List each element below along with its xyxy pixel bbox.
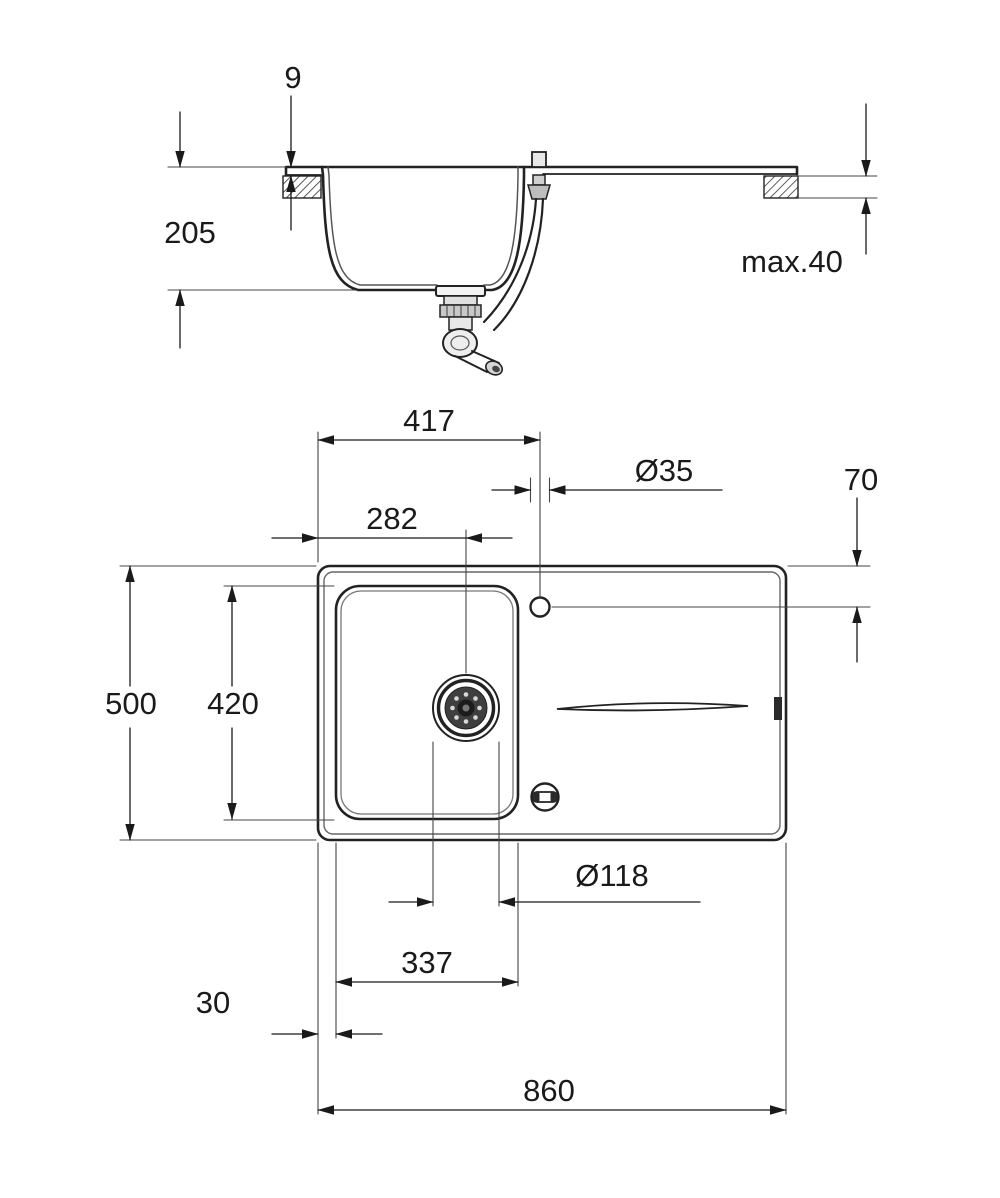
bowl-section-inner-wall xyxy=(327,166,519,286)
dim-label-edge-offset: 30 xyxy=(196,985,230,1020)
dim-tap-hole-diameter: Ø35 xyxy=(491,453,723,495)
dim-label-bowl-inner-depth: 420 xyxy=(207,686,259,721)
dim-label-rim-height: 9 xyxy=(284,60,301,95)
dim-counter-thickness: max.40 xyxy=(741,103,871,279)
extension-lines xyxy=(119,431,871,1115)
extension-line xyxy=(317,842,787,1115)
dim-drain-diameter: Ø118 xyxy=(388,858,701,907)
extension-line xyxy=(167,166,359,291)
drain-flange xyxy=(435,285,486,297)
dim-label-tap-top-offset: 70 xyxy=(844,462,878,497)
dim-label-overall-depth: 500 xyxy=(105,686,157,721)
tap-shank xyxy=(532,174,546,186)
bowl-outline xyxy=(334,584,520,821)
dim-edge-offset: 30 xyxy=(196,985,383,1039)
strainer-cap-center xyxy=(462,704,470,712)
dim-overall-depth: 500 xyxy=(105,565,157,841)
drain-assembly-section xyxy=(435,285,504,376)
dim-label-tap-offset: 417 xyxy=(403,403,455,438)
dim-label-tap-hole-diameter: Ø35 xyxy=(635,453,694,488)
outlet-end-hole xyxy=(492,365,500,373)
bowl-section-outer-wall xyxy=(320,165,526,292)
overflow-knob-end-right xyxy=(550,792,557,802)
dim-rim-height: 9 xyxy=(284,60,302,231)
tap-fixing-nut xyxy=(527,184,551,200)
countertop-hatch-right xyxy=(763,175,799,199)
section-view: 9 205 max.40 xyxy=(164,60,878,376)
counter-extension-lines xyxy=(797,175,878,199)
trap-body xyxy=(442,328,478,358)
dim-label-overall-width: 860 xyxy=(523,1073,575,1108)
dim-tap-top-offset: 70 xyxy=(844,462,878,663)
drain-strainer xyxy=(432,674,500,742)
trap-body-inner xyxy=(450,335,470,351)
tap-hole xyxy=(529,596,551,618)
tap-base xyxy=(531,151,547,168)
supply-hose-2 xyxy=(492,197,545,332)
drain-ring xyxy=(436,678,496,738)
tap-hardware-section xyxy=(482,151,551,332)
dim-bowl-depth-section: 205 xyxy=(164,111,359,349)
plan-view: 417 Ø35 70 282 500 xyxy=(105,403,878,1115)
dim-tap-offset: 417 xyxy=(317,403,541,445)
dim-drain-offset: 282 xyxy=(271,501,513,543)
overflow-knob-end-left xyxy=(533,792,540,802)
drain-body xyxy=(443,295,478,306)
extension-line xyxy=(432,741,500,907)
dim-label-drain-offset: 282 xyxy=(366,501,418,536)
dim-label-drain-diameter: Ø118 xyxy=(575,858,649,893)
dim-label-counter-thickness: max.40 xyxy=(741,244,843,279)
countertop-hatch-left xyxy=(282,175,322,199)
bowl-inner-edge xyxy=(340,590,514,815)
dim-label-bowl-inner-width: 337 xyxy=(401,945,453,980)
dim-bowl-inner-depth: 420 xyxy=(207,585,259,820)
extension-line xyxy=(223,585,335,821)
supply-hose-1 xyxy=(482,197,538,324)
edge-slot xyxy=(774,697,782,720)
dim-label-bowl-depth: 205 xyxy=(164,215,216,250)
extension-line xyxy=(119,565,317,841)
drainboard-groove xyxy=(556,702,749,712)
dim-bowl-inner-width: 337 xyxy=(335,945,519,987)
sink-rim-underside-line xyxy=(285,173,798,176)
dim-overall-width: 860 xyxy=(317,1073,787,1115)
drain-nut-knurling xyxy=(446,305,476,317)
overflow-control xyxy=(530,782,560,812)
strainer-holes xyxy=(450,692,482,724)
